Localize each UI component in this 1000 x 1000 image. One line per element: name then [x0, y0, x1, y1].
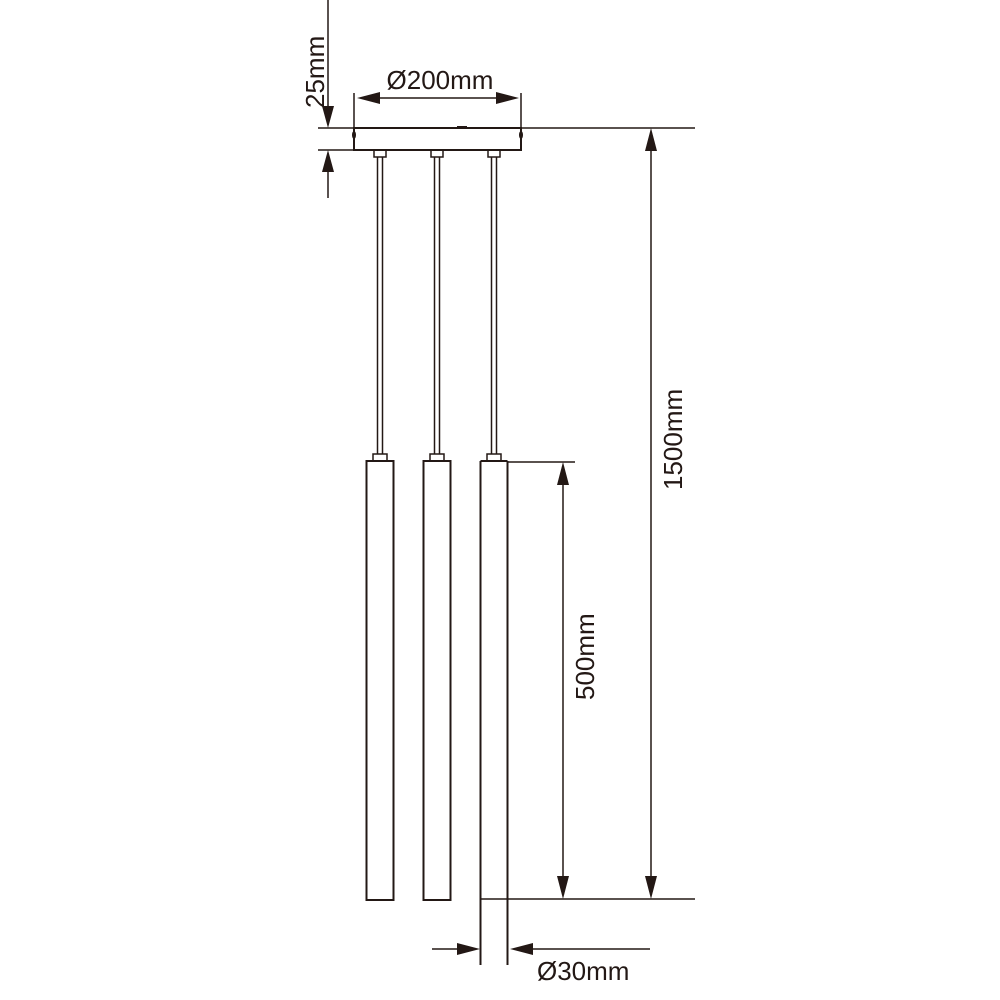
pendant-tube	[365, 460, 395, 901]
top-connector	[373, 149, 387, 158]
tube-connector	[429, 453, 445, 462]
tube-length-dimension: 500mm	[481, 461, 695, 900]
top-connector	[430, 149, 444, 158]
tube-length-label: 500mm	[570, 613, 600, 700]
tube-diameter-label: Ø30mm	[537, 956, 629, 986]
total-height-dimension: 1500mm	[645, 128, 688, 899]
pendants	[365, 149, 509, 965]
canopy-diameter-dimension: Ø200mm	[353, 65, 522, 128]
canopy	[352, 126, 523, 151]
tube-connector	[486, 453, 502, 462]
total-height-label: 1500mm	[658, 389, 688, 490]
tube-diameter-dimension: Ø30mm	[432, 943, 650, 986]
top-connector	[487, 149, 501, 158]
pendant-tube	[422, 460, 452, 901]
canopy-height-dimension: 25mm	[300, 0, 334, 198]
tube-connector	[372, 453, 388, 462]
canopy-height-label: 25mm	[300, 36, 330, 108]
canopy-diameter-label: Ø200mm	[387, 65, 494, 95]
